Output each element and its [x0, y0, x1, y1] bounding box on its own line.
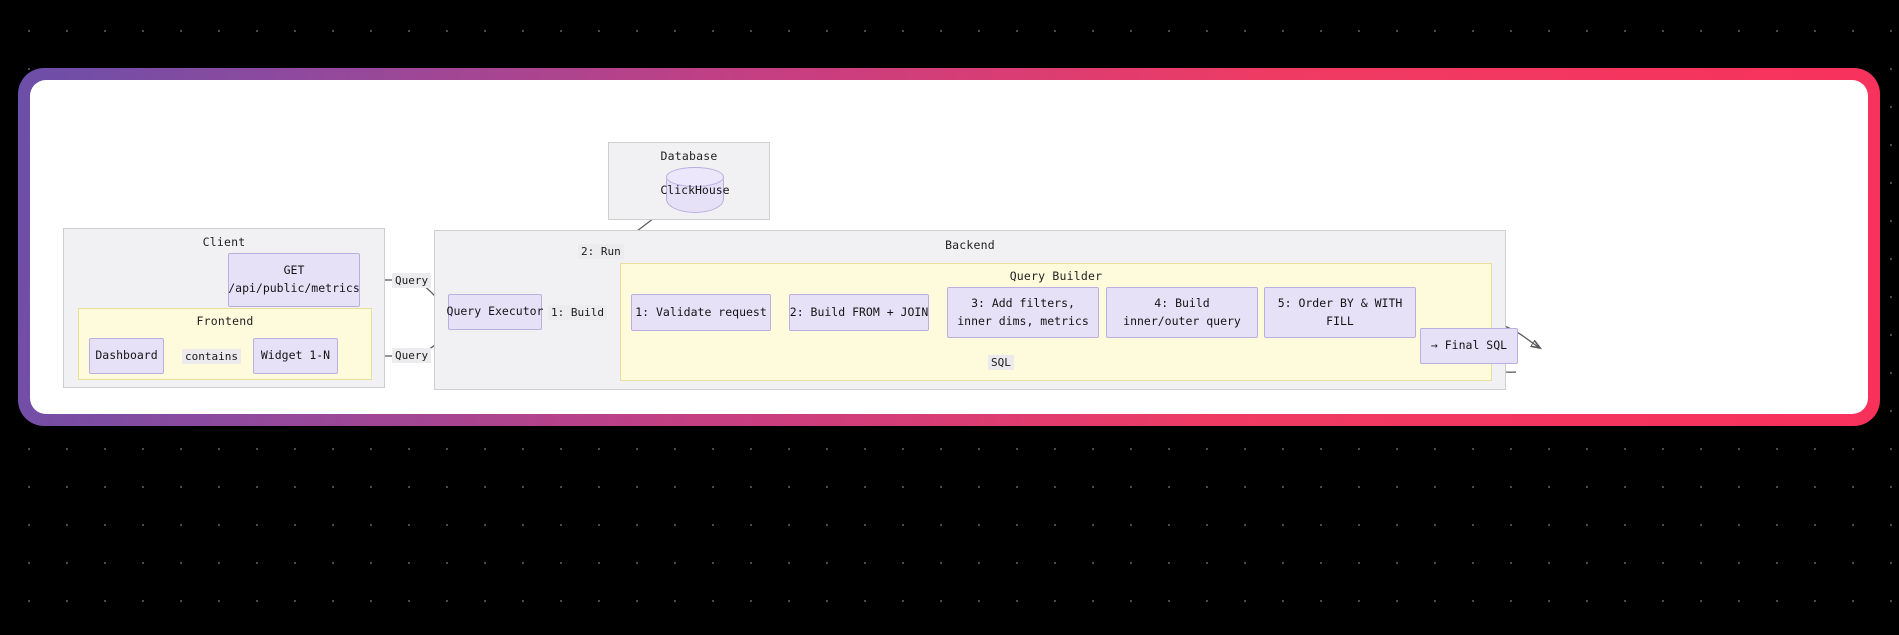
edge-label-contains: contains [182, 349, 241, 365]
node-step4[interactable]: 4: Build inner/outer query [1106, 287, 1258, 338]
node-step3-line1: 3: Add filters, [971, 295, 1075, 310]
node-get-path: /api/public/metrics [228, 281, 360, 295]
node-get-method: GET [283, 263, 305, 278]
gradient-frame: Database ClickHouse Client GET /api/publ… [18, 68, 1880, 426]
edge-label-run: 2: Run [578, 244, 624, 260]
node-step3-line2: inner dims, metrics [957, 313, 1089, 328]
node-step1[interactable]: 1: Validate request [631, 294, 771, 331]
node-query-executor-label: Query Executor [446, 304, 544, 319]
node-step4-line1: 4: Build [1154, 295, 1210, 310]
edge-label-query-bottom: Query [392, 348, 432, 364]
edge-label-query-top: Query [392, 273, 432, 289]
node-get-endpoint[interactable]: GET /api/public/metrics [228, 253, 360, 307]
node-step5-line1: 5: Order BY & WITH [1277, 295, 1403, 310]
node-query-executor[interactable]: Query Executor [446, 294, 544, 330]
node-widget[interactable]: Widget 1-N [253, 338, 338, 374]
node-step4-line2: inner/outer query [1123, 313, 1241, 328]
node-widget-label: Widget 1-N [260, 348, 331, 363]
node-step5[interactable]: 5: Order BY & WITH FILL [1264, 287, 1416, 338]
node-step5-line2: FILL [1326, 313, 1354, 328]
subgraph-client-title: Client [202, 235, 246, 249]
node-final-sql[interactable]: → Final SQL [1420, 328, 1518, 364]
edge-label-sql: SQL [988, 355, 1014, 371]
node-step3[interactable]: 3: Add filters, inner dims, metrics [947, 287, 1099, 338]
subgraph-frontend-title: Frontend [196, 314, 254, 328]
edge-label-build: 1: Build [548, 305, 607, 321]
diagram-card: Database ClickHouse Client GET /api/publ… [30, 80, 1868, 414]
node-dashboard[interactable]: Dashboard [89, 338, 164, 374]
node-step2-label: 2: Build FROM + JOIN [789, 304, 929, 319]
node-dashboard-label: Dashboard [95, 348, 158, 363]
subgraph-database-title: Database [660, 149, 718, 163]
node-clickhouse[interactable]: ClickHouse [660, 167, 730, 213]
node-step1-label: 1: Validate request [635, 304, 767, 319]
subgraph-backend-title: Backend [945, 238, 995, 252]
node-clickhouse-label: ClickHouse [660, 183, 730, 197]
node-step2[interactable]: 2: Build FROM + JOIN [789, 294, 929, 331]
subgraph-query-builder-title: Query Builder [1009, 269, 1103, 283]
diagram-canvas: Database ClickHouse Client GET /api/publ… [30, 80, 1868, 414]
node-final-sql-label: → Final SQL [1430, 338, 1508, 353]
